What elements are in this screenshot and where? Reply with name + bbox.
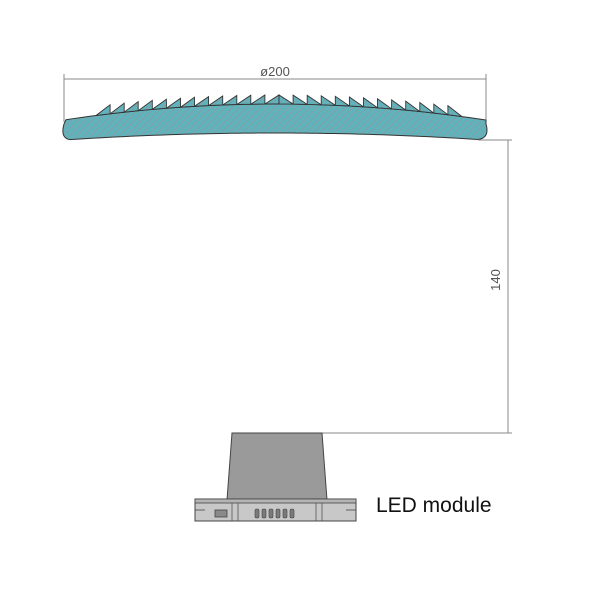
led-module-terminal	[214, 509, 228, 518]
lens-tooth	[334, 95, 351, 107]
lens-tooth	[419, 101, 436, 114]
lens-tooth	[363, 96, 380, 109]
lens-tooth	[192, 95, 210, 107]
led-module-base-rim	[194, 498, 357, 504]
lens-cross-section	[62, 94, 488, 141]
lens-tooth	[164, 97, 181, 109]
lens-tooth	[377, 97, 394, 110]
led-module-pin	[289, 508, 295, 519]
lens-tooth	[94, 103, 111, 117]
module-label: LED module	[376, 494, 492, 517]
lens-tooth	[278, 94, 295, 105]
lens-tooth	[150, 98, 167, 110]
height-dimension: 140	[322, 139, 512, 434]
lens-teeth	[94, 94, 464, 118]
lens-tooth	[221, 94, 238, 106]
lens-tooth	[136, 99, 153, 112]
lens-tooth	[235, 94, 252, 105]
lens-tooth	[447, 104, 464, 118]
lens-tooth	[292, 94, 309, 105]
lens-tooth	[320, 94, 337, 106]
lens-tooth	[348, 96, 366, 108]
led-module-pin	[275, 508, 281, 519]
lens-tooth	[263, 94, 280, 105]
led-module-pin	[254, 508, 260, 519]
lens-tooth	[405, 100, 422, 113]
lens-tooth	[108, 102, 125, 115]
lens-tooth	[391, 99, 408, 111]
diameter-dimension: ø200	[63, 64, 487, 126]
lens-tooth	[178, 96, 195, 108]
lens-tooth	[433, 103, 450, 116]
lens-tooth	[207, 95, 224, 107]
led-module	[194, 432, 357, 522]
height-label: 140	[488, 269, 503, 291]
led-module-pin	[268, 508, 274, 519]
lens-tooth	[306, 94, 323, 106]
diameter-label: ø200	[260, 64, 290, 79]
led-module-body	[226, 432, 328, 501]
led-module-pin	[282, 508, 288, 519]
led-module-pin	[261, 508, 267, 519]
lens-tooth	[122, 100, 139, 113]
lens-tooth	[249, 94, 266, 105]
led-module-pins	[254, 508, 295, 519]
